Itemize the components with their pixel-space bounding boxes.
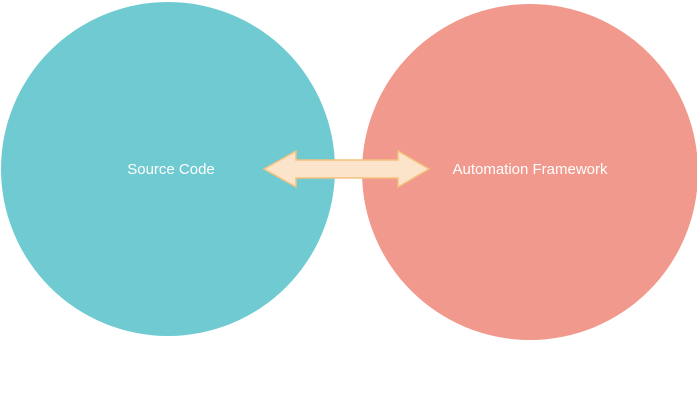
automation-framework-circle[interactable]: [362, 4, 697, 340]
automation-framework-label: Automation Framework: [452, 161, 608, 178]
source-code-circle[interactable]: [1, 2, 335, 336]
source-code-label: Source Code: [127, 161, 215, 178]
bidirectional-arrow: [262, 149, 431, 189]
